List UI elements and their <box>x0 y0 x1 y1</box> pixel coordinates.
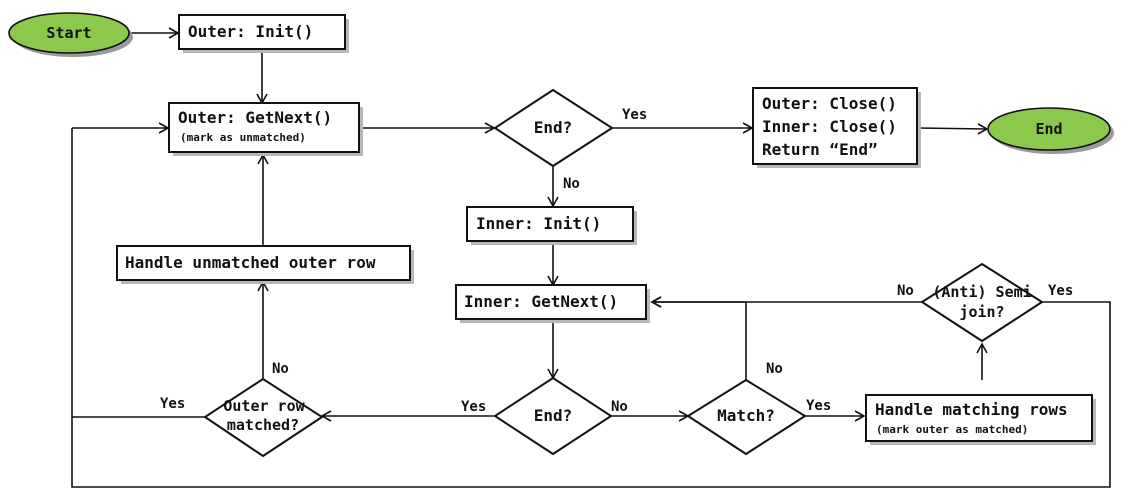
semi-yes-label: Yes <box>1048 283 1073 299</box>
bottom-end-no-label: No <box>611 399 628 415</box>
inner-getnext-box: Inner: GetNext() <box>455 284 650 323</box>
semi-join-line-1: (Anti) Semi <box>932 283 1031 301</box>
top-end-no-label: No <box>563 176 580 192</box>
end-check-top-diamond: End? <box>493 88 614 168</box>
close-line-2: Inner: Close() <box>762 117 897 136</box>
match-label: Match? <box>717 406 775 425</box>
match-diamond: Match? <box>686 378 807 456</box>
inner-init-box: Inner: Init() <box>466 206 637 245</box>
outer-matched-no-label: No <box>272 361 289 377</box>
semi-no-label: No <box>897 283 914 299</box>
outer-row-matched-diamond: Outer row matched? <box>203 377 324 458</box>
connectors <box>71 27 1111 488</box>
start-oval <box>8 12 130 54</box>
match-yes-label: Yes <box>806 398 831 414</box>
handle-matching-label: Handle matching rows <box>875 400 1068 419</box>
outer-init-label: Outer: Init() <box>188 22 313 41</box>
start-terminal: Start <box>8 12 133 57</box>
edge-close-to-end <box>917 123 989 135</box>
handle-matching-box: Handle matching rows (mark outer as matc… <box>865 394 1096 445</box>
inner-init-label: Inner: Init() <box>476 214 601 233</box>
semi-join-diamond: (Anti) Semi join? <box>920 262 1044 343</box>
edge-semi-yes-loop <box>71 128 1111 488</box>
handle-matching-note: (mark outer as matched) <box>876 423 1028 436</box>
inner-getnext-label: Inner: GetNext() <box>464 292 618 311</box>
bottom-end-yes-label: Yes <box>461 399 486 415</box>
outer-row-matched-line-1: Outer row <box>223 397 305 415</box>
outer-getnext-box: Outer: GetNext() (mark as unmatched) <box>168 102 363 156</box>
outer-row-matched-line-2: matched? <box>227 416 299 434</box>
start-label: Start <box>46 24 91 42</box>
outer-init-box: Outer: Init() <box>178 14 349 53</box>
match-no-label: No <box>766 361 783 377</box>
outer-getnext-label: Outer: GetNext() <box>178 108 332 127</box>
outer-matched-yes-label: Yes <box>160 396 185 412</box>
top-end-yes-label: Yes <box>622 107 647 123</box>
end-check-bottom-label: End? <box>534 406 573 425</box>
edge-labels: Yes No Yes No Yes No Yes No No Yes <box>160 107 1073 415</box>
close-line-1: Outer: Close() <box>762 94 897 113</box>
end-terminal: End <box>987 107 1114 154</box>
end-oval <box>987 107 1111 151</box>
semi-join-line-2: join? <box>959 303 1004 321</box>
edge-match-no-to-inner-getnext <box>650 296 747 380</box>
outer-getnext-note: (mark as unmatched) <box>180 131 306 144</box>
handle-unmatched-label: Handle unmatched outer row <box>125 253 376 272</box>
close-line-3: Return “End” <box>762 140 878 159</box>
end-label: End <box>1035 120 1062 138</box>
end-check-top-label: End? <box>534 118 573 137</box>
close-box: Outer: Close() Inner: Close() Return “En… <box>752 87 921 168</box>
end-check-bottom-diamond: End? <box>493 376 613 456</box>
handle-unmatched-box: Handle unmatched outer row <box>116 245 414 284</box>
